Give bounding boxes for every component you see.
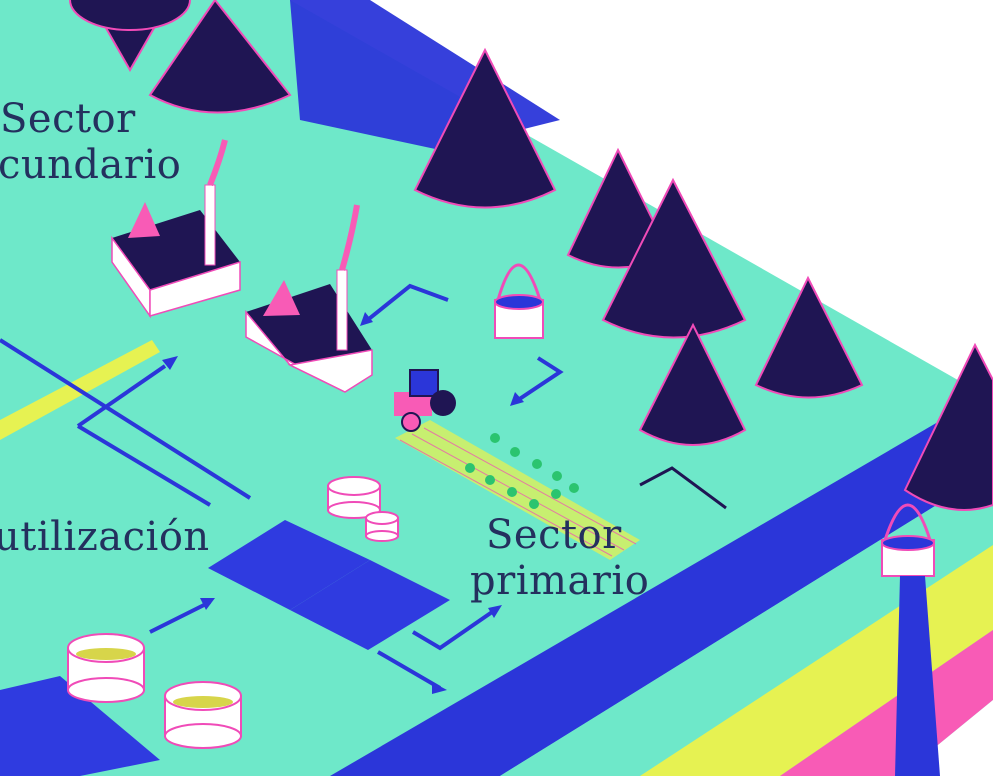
- blue-square: [290, 560, 450, 650]
- tank-icon: [365, 511, 399, 542]
- tank-icon: [327, 476, 381, 519]
- factory-icon: [245, 204, 373, 393]
- tree-icon: [413, 47, 557, 209]
- label-primary-sector-line1: Sector: [486, 512, 622, 558]
- label-secondary-sector-line1: Sector: [0, 96, 136, 142]
- blue-square: [0, 676, 160, 776]
- label-secondary-sector-line2: cundario: [0, 142, 182, 188]
- label-primary-sector: Sector primario: [470, 512, 649, 604]
- bucket-icon: [881, 503, 940, 776]
- arrow-heads: [162, 312, 524, 694]
- tree-icon: [69, 0, 191, 73]
- tank-icon: [67, 633, 145, 703]
- factory-icon: [111, 139, 241, 319]
- pink-stripe: [780, 630, 993, 776]
- teal-stripe: [500, 470, 993, 776]
- label-secondary-sector: Sector cundario: [0, 96, 181, 188]
- paths: [0, 283, 564, 690]
- label-primary-sector-line2: primario: [470, 558, 650, 604]
- tree-icon: [148, 0, 292, 114]
- river-stripe: [330, 390, 993, 776]
- trees: [69, 0, 993, 511]
- tree-icon: [638, 322, 747, 446]
- tractor-icon: [394, 369, 456, 432]
- label-utilization: utilización: [0, 514, 210, 560]
- tank-icon: [164, 681, 242, 749]
- tree-icon: [754, 275, 864, 399]
- blue-square: [208, 520, 370, 610]
- bucket-icon: [494, 263, 544, 339]
- crop-field: [395, 420, 640, 560]
- tree-icon: [601, 177, 747, 339]
